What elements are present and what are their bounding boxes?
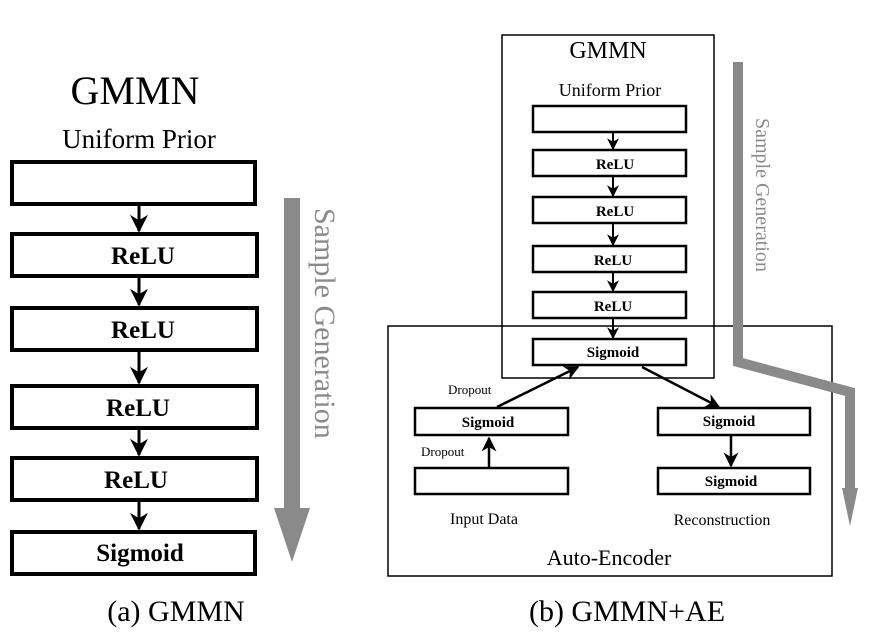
autoencoder-arrows xyxy=(481,365,739,468)
decoder-sigmoid-label-2: Sigmoid xyxy=(705,474,758,490)
autoencoder-label: Auto-Encoder xyxy=(547,545,672,570)
sigmoid-box-a xyxy=(10,530,257,576)
prior-box-a xyxy=(10,160,257,206)
gmmn-title-a: GMMN xyxy=(71,68,200,113)
decoder-sigmoid-box-1 xyxy=(656,406,812,437)
relu-box-b-3 xyxy=(531,244,688,274)
uniform-prior-label-a: Uniform Prior xyxy=(62,124,216,154)
autoencoder-frame-b xyxy=(387,325,833,577)
encoder-sigmoid-box xyxy=(413,406,570,437)
relu-label-b-2: ReLU xyxy=(596,204,634,220)
caption-b: (b) GMMN+AE xyxy=(529,595,725,628)
relu-label-a-1: ReLU xyxy=(111,243,175,270)
gmmn-frame-b xyxy=(501,34,715,379)
relu-box-a-3 xyxy=(10,384,259,430)
relu-box-a-1 xyxy=(10,232,259,278)
input-data-label: Input Data xyxy=(450,511,518,528)
arrow-code-to-decoder xyxy=(641,365,721,409)
decoder-b: Sigmoid Sigmoid Reconstruction xyxy=(656,406,812,529)
relu-label-a-3: ReLU xyxy=(106,395,170,422)
sigmoid-label-b: Sigmoid xyxy=(587,345,640,361)
sample-generation-arrow-a xyxy=(274,198,310,562)
relu-label-b-1: ReLU xyxy=(596,157,634,173)
encoder-sigmoid-label: Sigmoid xyxy=(462,415,515,431)
sigmoid-label-a: Sigmoid xyxy=(96,540,184,567)
relu-label-b-4: ReLU xyxy=(594,299,632,315)
sample-generation-label-b: Sample Generation xyxy=(751,118,773,272)
relu-box-a-2 xyxy=(10,306,259,352)
panel-a: GMMN Uniform Prior ReLU ReLU ReLU ReLU S… xyxy=(10,68,341,628)
sigmoid-box-b xyxy=(531,337,688,367)
decoder-sigmoid-label-1: Sigmoid xyxy=(703,414,756,430)
arrow-encoder-to-code xyxy=(496,365,580,409)
relu-label-b-3: ReLU xyxy=(594,253,632,269)
gmmn-title-b: GMMN xyxy=(569,38,646,64)
encoder-b: Sigmoid Dropout Dropout Input Data xyxy=(413,382,570,528)
relu-label-a-4: ReLU xyxy=(104,467,168,494)
panel-b: GMMN Uniform Prior ReLU ReLU ReLU ReLU S… xyxy=(387,34,858,628)
layer-stack-a: ReLU ReLU ReLU ReLU Sigmoid xyxy=(10,160,259,576)
dropout-label-top: Dropout xyxy=(448,382,492,397)
caption-a: (a) GMMN xyxy=(107,595,244,628)
sample-generation-arrow-b xyxy=(733,62,858,526)
relu-box-b-2 xyxy=(531,195,688,225)
sample-generation-label-a: Sample Generation xyxy=(308,208,341,439)
relu-label-a-2: ReLU xyxy=(111,317,175,344)
dropout-label-bottom: Dropout xyxy=(421,444,465,459)
relu-box-a-4 xyxy=(10,456,259,502)
uniform-prior-label-b: Uniform Prior xyxy=(559,80,662,100)
decoder-sigmoid-box-2 xyxy=(656,466,812,496)
prior-box-b xyxy=(531,104,688,134)
reconstruction-label: Reconstruction xyxy=(674,512,771,529)
input-data-box xyxy=(413,466,570,496)
relu-box-b-1 xyxy=(531,148,688,178)
